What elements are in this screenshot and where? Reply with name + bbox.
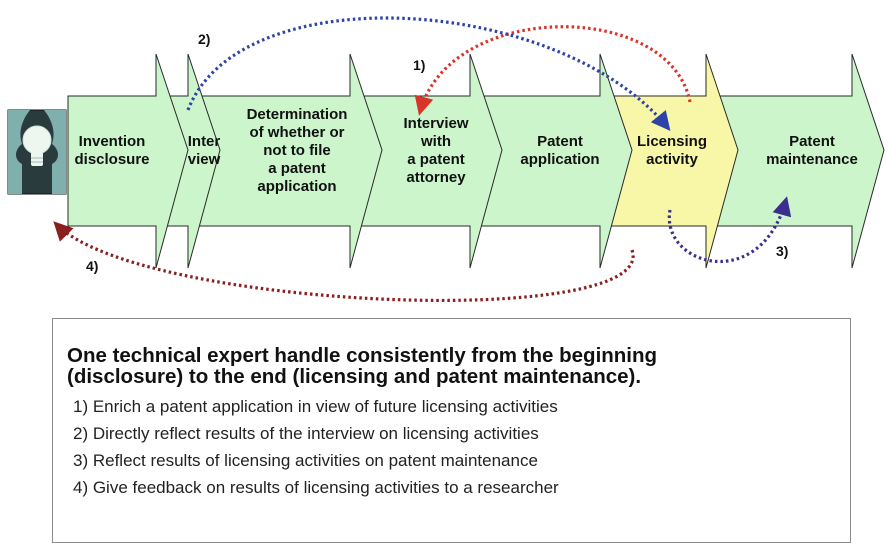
summary-item-1: 1) Enrich a patent application in view o… (73, 397, 558, 416)
stage-label: view (188, 151, 221, 168)
arrow-3-label: 3) (776, 243, 788, 259)
researcher-lightbulb-head-icon (7, 109, 67, 195)
stage-label: Patent (537, 133, 583, 150)
arrow-2-label: 2) (198, 31, 210, 47)
summary-item-2: 2) Directly reflect results of the inter… (73, 424, 539, 443)
summary-title: One technical expert handle consistently… (67, 345, 840, 387)
summary-title-line-1: One technical expert handle consistently… (67, 344, 658, 367)
stage-label: a patent (268, 160, 326, 177)
arrow-4-path (53, 221, 635, 302)
stage-label: application (520, 151, 599, 168)
stage-label: a patent (407, 151, 465, 168)
summary-list: 1) Enrich a patent application in view o… (67, 393, 840, 501)
stage-label: maintenance (766, 151, 858, 168)
stage-arrow-shape (599, 53, 739, 269)
summary-title-line-2: (disclosure) to the end (licensing and p… (67, 365, 642, 388)
stage-label: application (257, 178, 336, 195)
stage-label: of whether or (249, 124, 344, 141)
arrow-1-label: 1) (413, 57, 425, 73)
stage-label: Patent (789, 133, 835, 150)
summary-box: One technical expert handle consistently… (52, 318, 851, 543)
stage-label: with (420, 133, 451, 150)
stage-arrow-shape (349, 53, 503, 269)
stage-label: Licensing (637, 133, 707, 150)
stage-label: attorney (406, 169, 466, 186)
arrow-1-path (414, 25, 692, 116)
stage-arrow-shape (187, 53, 383, 269)
stage-label: Invention (79, 133, 146, 150)
stage-label: activity (646, 151, 698, 168)
arrow-4-label: 4) (86, 258, 98, 274)
summary-item-3: 3) Reflect results of licensing activiti… (73, 451, 538, 470)
stage-arrow-shape (67, 53, 189, 269)
process-diagram: PatentmaintenanceLicensingactivityPatent… (7, 16, 885, 302)
stage-label: Determination (247, 106, 348, 123)
summary-item-4: 4) Give feedback on results of licensing… (73, 478, 559, 497)
stage-label: Inter (188, 133, 221, 150)
stage-arrow-shape (705, 53, 885, 269)
arrow-2-path (186, 16, 671, 131)
stage-label: not to file (263, 142, 331, 159)
stage-label: Interview (403, 115, 468, 132)
stage-label: disclosure (74, 151, 149, 168)
stage-arrow-shape (469, 53, 633, 269)
